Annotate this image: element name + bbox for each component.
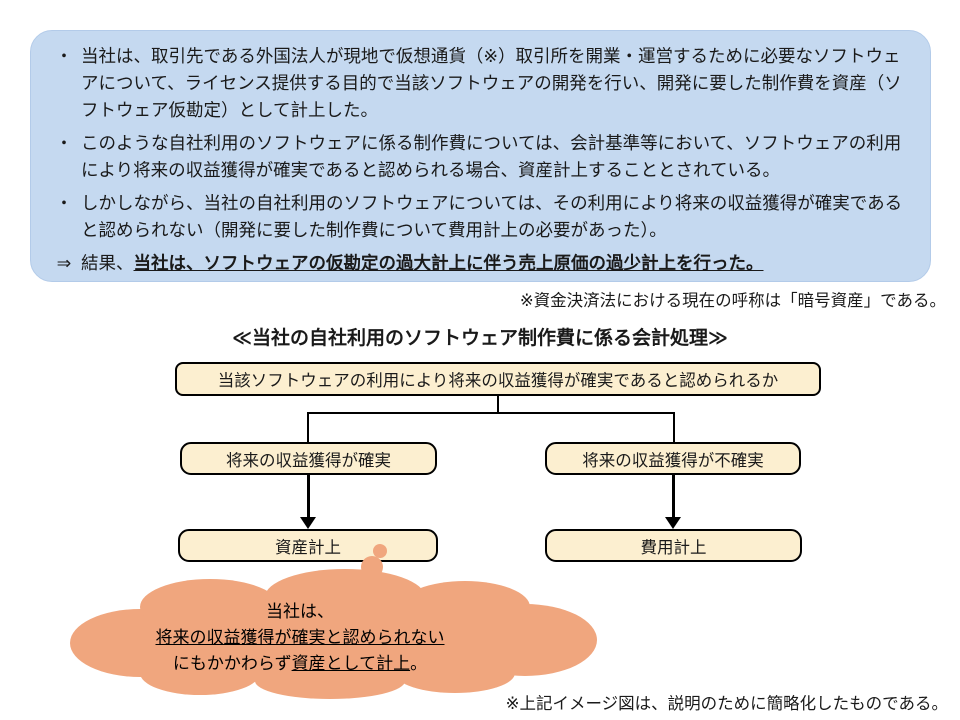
- arrow-left-stem: [307, 475, 310, 518]
- bullet-text: 当社は、取引先である外国法人が現地で仮想通貨（※）取引所を開業・運営するために必…: [81, 46, 902, 120]
- flow-question-box: 当該ソフトウェアの利用により将来の収益獲得が確実であると認められるか: [175, 362, 821, 396]
- footnote-crypto-asset: ※資金決済法における現在の呼称は「暗号資産」である。: [519, 292, 946, 310]
- flow-result-expense-box: 費用計上: [545, 529, 802, 562]
- bullet-text: このような自社利用のソフトウェアに係る制作費については、会計基準等において、ソフ…: [81, 133, 902, 180]
- conclusion-line: ⇒ 結果、当社は、ソフトウェアの仮勘定の過大計上に伴う売上原価の過少計上を行った…: [47, 250, 912, 277]
- summary-box: ・ 当社は、取引先である外国法人が現地で仮想通貨（※）取引所を開業・運営するため…: [30, 30, 931, 282]
- footnote-simplified-diagram: ※上記イメージ図は、説明のために簡略化したものである。: [505, 695, 948, 713]
- arrow-down-icon: [665, 517, 681, 529]
- bullet-item: ・ このような自社利用のソフトウェアに係る制作費については、会計基準等において、…: [47, 130, 912, 184]
- cloud-line-1: 当社は、: [266, 602, 334, 621]
- flow-branch-certain-box: 将来の収益獲得が確実: [180, 442, 437, 475]
- connector-right-drop: [673, 412, 675, 442]
- connector-horizontal: [307, 412, 675, 414]
- bullet-marker: ・: [55, 193, 73, 213]
- conclusion-text: 結果、当社は、ソフトウェアの仮勘定の過大計上に伴う売上原価の過少計上を行った。: [81, 250, 912, 277]
- cloud-line-3-emphasis: 資産として計上: [291, 654, 411, 673]
- bullet-item: ・ 当社は、取引先である外国法人が現地で仮想通貨（※）取引所を開業・運営するため…: [47, 43, 912, 124]
- conclusion-prefix: 結果、: [81, 253, 134, 273]
- connector-stem: [497, 396, 499, 413]
- connector-left-drop: [307, 412, 309, 442]
- cloud-line-3: にもかかわらず資産として計上。: [172, 654, 428, 673]
- conclusion-emphasis: 当社は、ソフトウェアの仮勘定の過大計上に伴う売上原価の過少計上を行った。: [133, 253, 764, 273]
- bullet-marker: ・: [55, 46, 73, 66]
- thought-cloud-shape: [70, 544, 597, 699]
- flow-branch-uncertain-box: 将来の収益獲得が不確実: [545, 442, 801, 475]
- arrow-right-stem: [672, 475, 675, 518]
- thought-cloud-text: 当社は、 将来の収益獲得が確実と認められない にもかかわらず資産として計上。: [65, 599, 535, 677]
- bullet-marker: ・: [55, 133, 73, 153]
- flow-result-asset-box: 資産計上: [178, 529, 438, 562]
- diagram-title: ≪当社の自社利用のソフトウェア制作費に係る会計処理≫: [232, 328, 728, 349]
- cloud-line-2: 将来の収益獲得が確実と認められない: [155, 628, 445, 647]
- bullet-item: ・ しかしながら、当社の自社利用のソフトウェアについては、その利用により将来の収…: [47, 190, 912, 244]
- conclusion-arrow-marker: ⇒: [56, 253, 72, 273]
- arrow-down-icon: [300, 517, 316, 529]
- bullet-text: しかしながら、当社の自社利用のソフトウェアについては、その利用により将来の収益獲…: [81, 193, 903, 240]
